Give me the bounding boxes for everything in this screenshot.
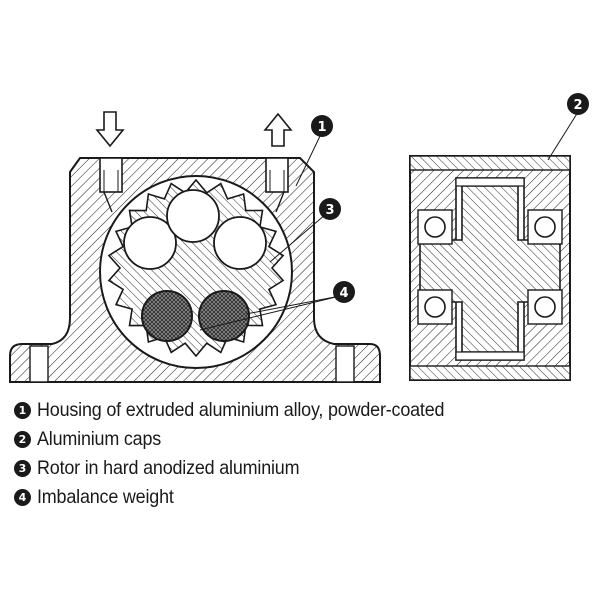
legend: 1 Housing of extruded aluminium alloy, p… — [14, 396, 480, 512]
imbalance-weight-left — [141, 290, 193, 342]
imbalance-weight-right — [198, 290, 250, 342]
legend-item-label: Imbalance weight — [37, 486, 174, 508]
legend-item-rotor: 3 Rotor in hard anodized aluminium — [14, 454, 480, 483]
legend-item-label: Aluminium caps — [37, 428, 162, 450]
leader-lines — [199, 111, 579, 331]
svg-text:2: 2 — [573, 98, 582, 113]
callout-badge-2: 2 — [567, 93, 589, 115]
air-outlet-arrow-icon — [263, 112, 293, 147]
legend-number-badge: 2 — [14, 431, 31, 448]
svg-text:4: 4 — [339, 286, 348, 301]
housing-front-view — [9, 157, 381, 383]
legend-item-label: Housing of extruded aluminium alloy, pow… — [37, 399, 445, 421]
legend-item-label: Rotor in hard anodized aluminium — [37, 457, 300, 479]
air-inlet-arrow-icon — [95, 111, 125, 148]
legend-number-badge: 4 — [14, 489, 31, 506]
legend-item-caps: 2 Aluminium caps — [14, 425, 480, 454]
legend-item-weight: 4 Imbalance weight — [14, 483, 480, 512]
legend-number-badge: 3 — [14, 460, 31, 477]
callout-badge-4: 4 — [333, 281, 355, 303]
legend-number-badge: 1 — [14, 402, 31, 419]
callout-badge-1: 1 — [311, 115, 333, 137]
callout-badge-3: 3 — [319, 198, 341, 220]
svg-text:3: 3 — [325, 203, 334, 218]
housing-side-view — [409, 155, 571, 381]
legend-item-housing: 1 Housing of extruded aluminium alloy, p… — [14, 396, 480, 425]
svg-text:1: 1 — [317, 120, 326, 135]
